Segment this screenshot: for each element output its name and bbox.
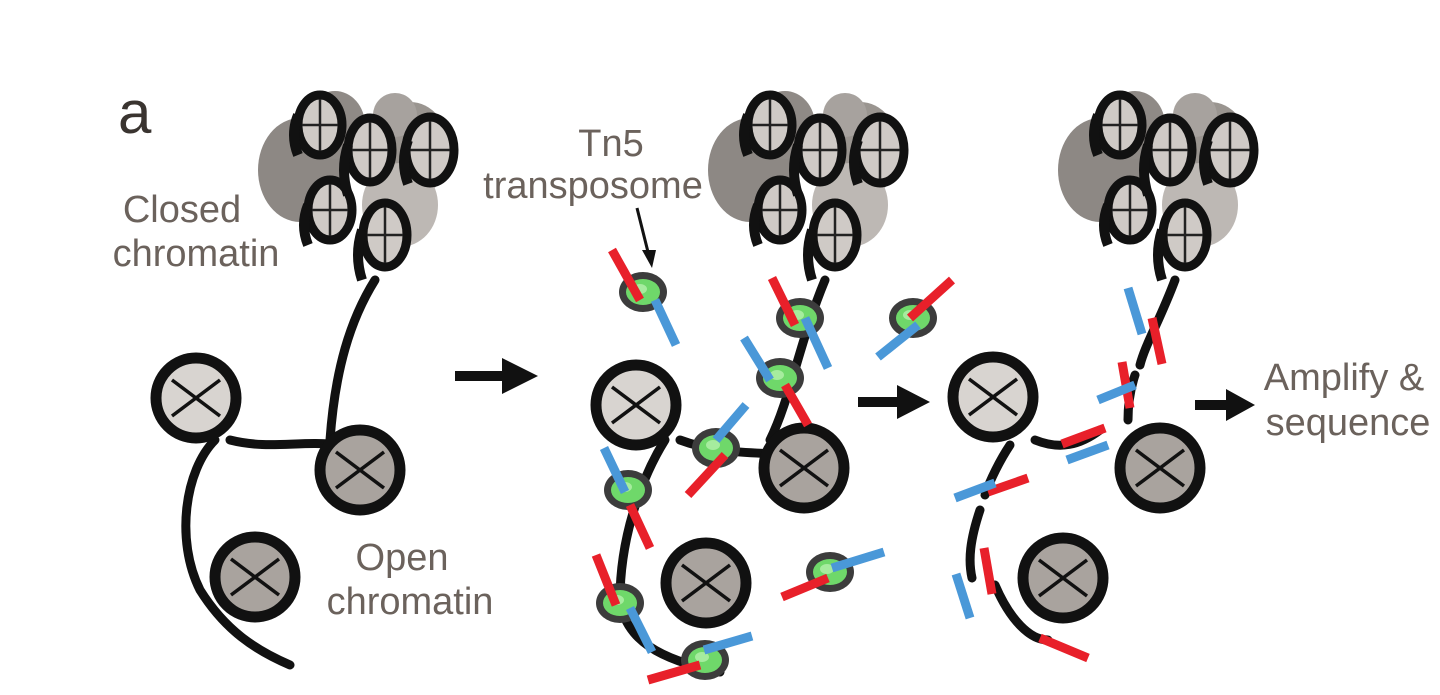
amplify-label-line2: sequence	[1266, 402, 1431, 444]
nucleosome-open-2a	[596, 365, 676, 445]
nucleosome-open-1b	[320, 430, 400, 510]
closed-chromatin-label-line2: chromatin	[113, 233, 280, 275]
arrow-right-icon-2	[858, 385, 930, 419]
tn5-label-line2: transposome	[483, 165, 703, 207]
adapter-blue-group-2	[599, 298, 921, 655]
nucleosome-open-1c	[215, 537, 295, 617]
panel-letter: a	[118, 79, 152, 146]
nucleosome-open-3c	[1023, 538, 1103, 618]
tn5-label-line1: Tn5	[578, 123, 643, 165]
closed-chromatin-label-line1: Closed	[123, 189, 241, 231]
open-chromatin-label-line1: Open	[356, 537, 449, 579]
nucleosome-open-1a	[156, 358, 236, 438]
arrow-right-icon-3	[1195, 389, 1255, 421]
nucleosome-open-3b	[1120, 428, 1200, 508]
nucleosome-open-2c	[666, 543, 746, 623]
open-chromatin-label-line2: chromatin	[327, 581, 494, 623]
nucleosome-open-3a	[953, 357, 1033, 437]
arrow-right-icon-1	[455, 358, 538, 394]
closed-chromatin-cluster-1	[258, 91, 454, 280]
adapter-red-group-2	[591, 247, 956, 685]
nucleosome-open-2b	[764, 428, 844, 508]
tn5-pointer-arrow-icon	[635, 207, 656, 268]
closed-chromatin-cluster-2	[708, 91, 904, 280]
closed-chromatin-cluster-3	[1058, 91, 1254, 280]
adapter-blue-group-3	[951, 286, 1147, 620]
amplify-label-line1: Amplify &	[1264, 357, 1424, 399]
